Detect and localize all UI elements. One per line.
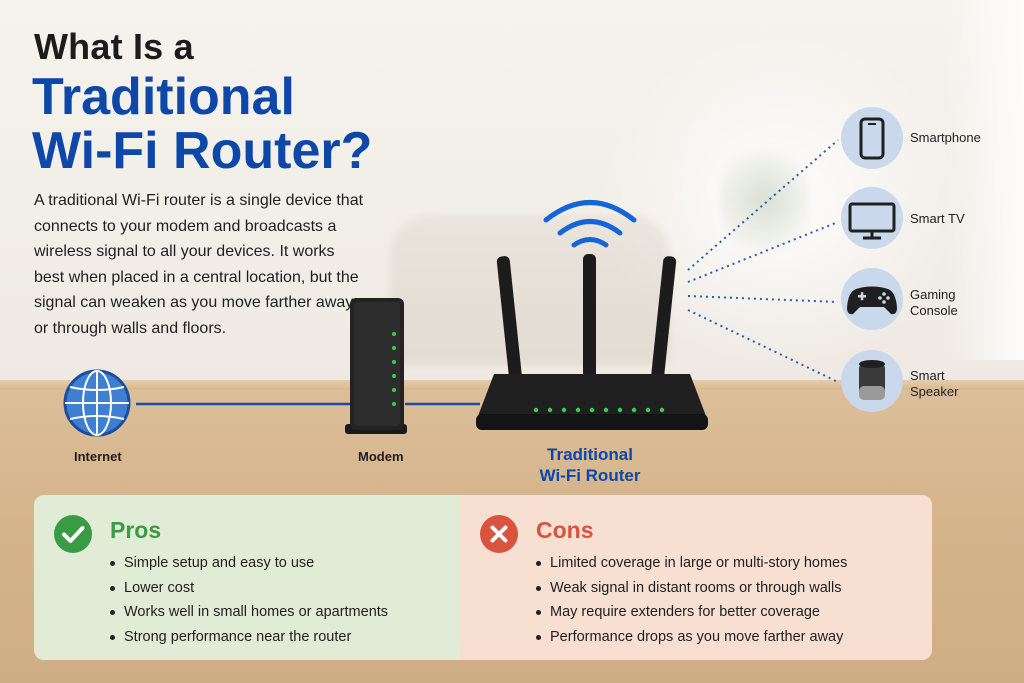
wireless-link-tv [687,221,839,283]
smartphone-node [841,107,903,169]
blurred-sofa [390,215,670,365]
title-main: Traditional Wi-Fi Router? [32,70,372,178]
smartphone-icon [859,117,885,160]
console-node [841,268,903,330]
wireless-link-console [687,295,839,303]
router-label-line-1: Traditional [547,445,633,464]
speaker-node [841,350,903,412]
device-label-smartphone: Smartphone [910,130,981,146]
globe-icon [63,369,131,437]
cons-panel: Cons Limited coverage in large or multi-… [460,495,932,660]
tv-icon [848,202,896,240]
device-label-tv-line-1: Smart TV [910,211,965,226]
pros-list: Simple setup and easy to use Lower cost … [110,551,388,649]
device-label-console: Gaming Console [910,287,958,319]
cons-list: Limited coverage in large or multi-story… [536,551,847,649]
wifi-signal-icon [543,200,637,248]
title-line-1: What Is a [34,26,194,67]
game-controller-icon [847,286,897,315]
router-device [476,254,708,430]
checkmark-icon [54,515,92,553]
cross-icon [480,515,518,553]
device-label-speaker: Smart Speaker [910,368,958,400]
pros-item: Works well in small homes or apartments [110,600,388,625]
router-label-line-2: Wi-Fi Router [539,466,641,485]
title-line-2: Traditional [32,68,295,126]
pros-title: Pros [110,517,162,543]
device-label-smartphone-line-1: Smartphone [910,130,981,145]
cons-item: Performance drops as you move farther aw… [536,625,847,650]
device-label-console-line-2: Console [910,303,958,318]
device-label-tv: Smart TV [910,211,965,227]
cons-item: Weak signal in distant rooms or through … [536,576,847,601]
pros-item: Strong performance near the router [110,625,388,650]
pros-item: Simple setup and easy to use [110,551,388,576]
wireless-link-smartphone [687,139,839,271]
router-label: Traditional Wi-Fi Router [520,444,660,486]
device-label-speaker-line-2: Speaker [910,384,959,399]
modem-label: Modem [358,449,404,464]
smart-speaker-icon [859,360,885,400]
device-label-console-line-1: Gaming [910,287,956,302]
wireless-links [687,139,839,383]
cons-item: May require extenders for better coverag… [536,600,847,625]
window-light [944,0,1024,360]
wireless-link-speaker [687,309,839,383]
modem-device [345,298,407,434]
device-label-speaker-line-1: Smart [910,368,945,383]
internet-label: Internet [74,449,122,464]
description-text: A traditional Wi-Fi router is a single d… [34,192,364,337]
cons-item: Limited coverage in large or multi-story… [536,551,847,576]
pros-item: Lower cost [110,576,388,601]
tv-node [841,187,903,249]
title-line-3: Wi-Fi Router? [32,122,373,180]
cons-title: Cons [536,517,594,543]
blurred-plant [720,135,810,265]
pros-panel: Pros Simple setup and easy to use Lower … [34,495,460,660]
